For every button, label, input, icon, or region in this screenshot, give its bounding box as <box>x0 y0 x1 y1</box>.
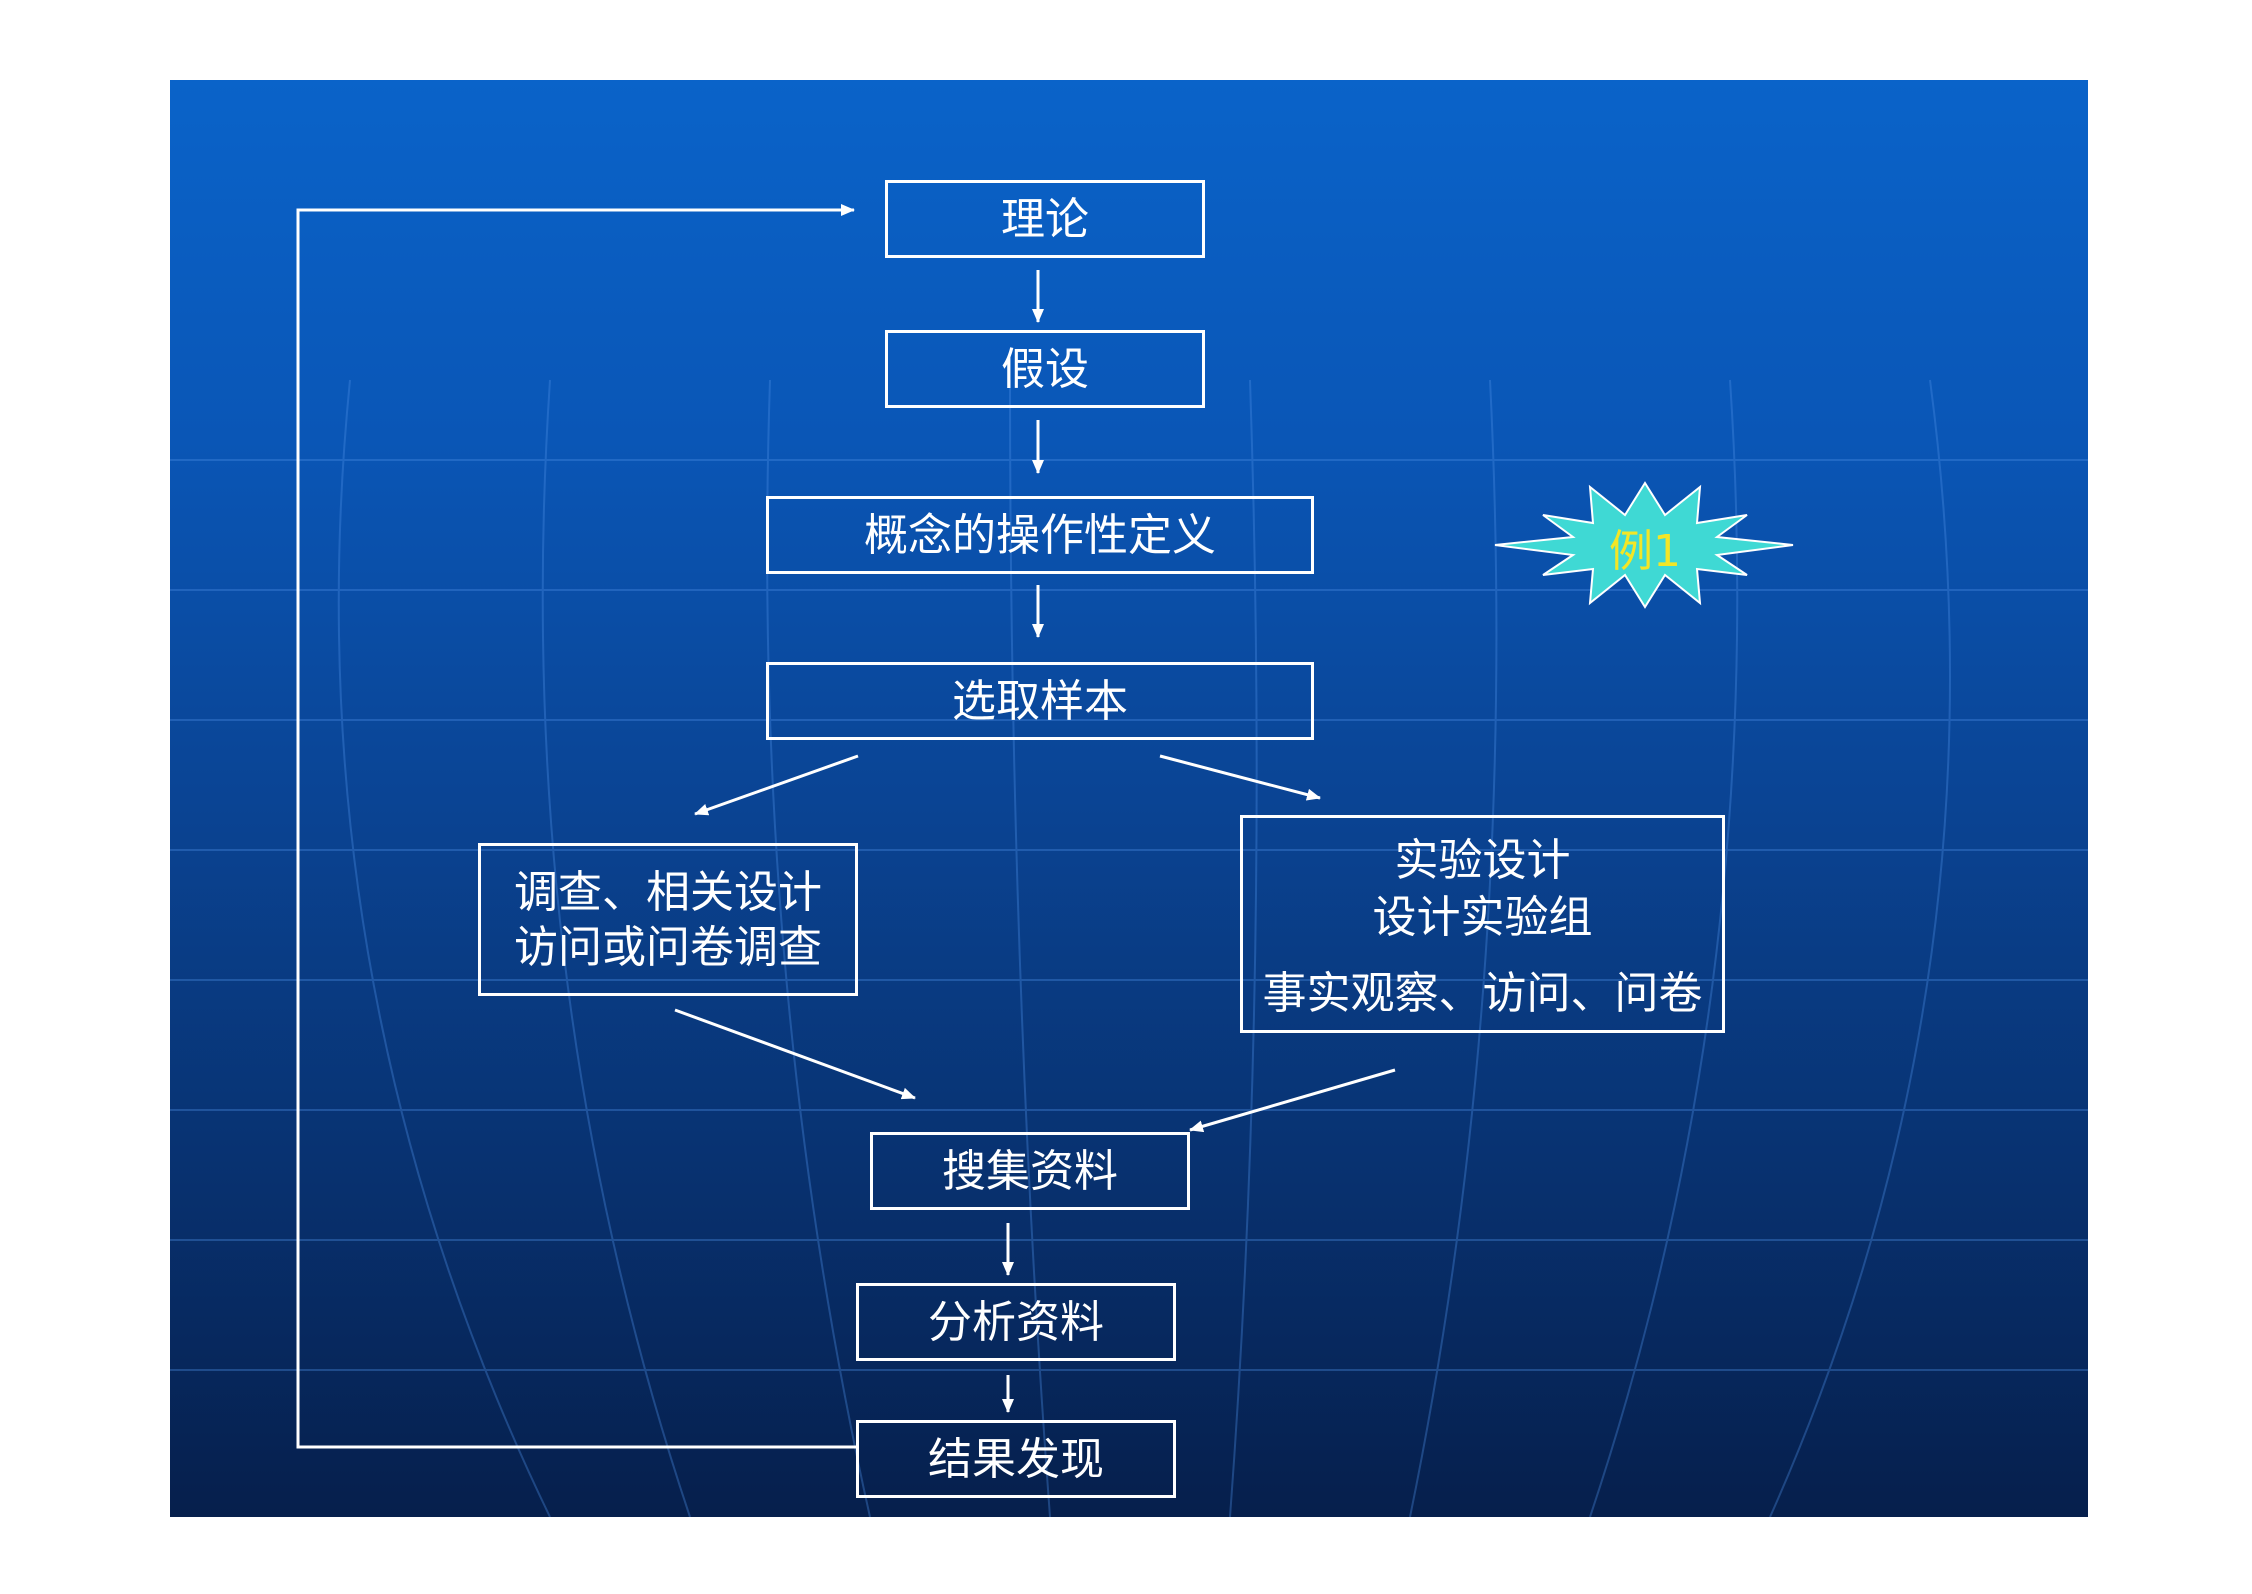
node-theory: 理论 <box>885 180 1205 258</box>
node-operational-definition-label: 概念的操作性定义 <box>864 509 1216 561</box>
node-survey-line2: 访问或问卷调查 <box>514 921 822 973</box>
arrow-experiment-to-collect <box>1189 1068 1396 1133</box>
node-experiment-line1: 实验设计 <box>1394 835 1571 886</box>
node-findings-label: 结果发现 <box>928 1433 1104 1485</box>
slide: 理论 假设 概念的操作性定义 选取样本 调查、相关设计 访问或问卷调查 实验设计… <box>170 80 2088 1517</box>
example-starburst-icon <box>1494 481 1794 609</box>
arrow-sampling-to-survey <box>694 754 859 816</box>
node-analyze-data-label: 分析资料 <box>928 1296 1104 1348</box>
arrow-sampling-to-experiment <box>1159 754 1321 801</box>
example-badge-label: 例1 <box>1609 526 1681 577</box>
node-experiment: 实验设计 设计实验组 事实观察、访问、问卷 <box>1240 815 1725 1033</box>
node-hypothesis: 假设 <box>885 330 1205 408</box>
node-survey-line1: 调查、相关设计 <box>514 866 822 918</box>
node-experiment-line2: 设计实验组 <box>1372 892 1593 944</box>
node-findings: 结果发现 <box>856 1420 1176 1498</box>
node-collect-data: 搜集资料 <box>870 1132 1190 1210</box>
feedback-loop-arrow <box>296 204 856 1449</box>
node-analyze-data: 分析资料 <box>856 1283 1176 1361</box>
node-theory-label: 理论 <box>1001 193 1089 245</box>
node-experiment-line3: 事实观察、访问、问卷 <box>1262 967 1703 1019</box>
node-hypothesis-label: 假设 <box>1001 343 1089 395</box>
flow-connectors <box>296 204 1396 1449</box>
node-operational-definition: 概念的操作性定义 <box>766 496 1314 574</box>
node-collect-data-label: 搜集资料 <box>942 1145 1118 1197</box>
node-sampling-label: 选取样本 <box>952 675 1128 727</box>
node-survey: 调查、相关设计 访问或问卷调查 <box>478 843 858 996</box>
node-sampling: 选取样本 <box>766 662 1314 740</box>
arrow-survey-to-collect <box>674 1008 916 1100</box>
